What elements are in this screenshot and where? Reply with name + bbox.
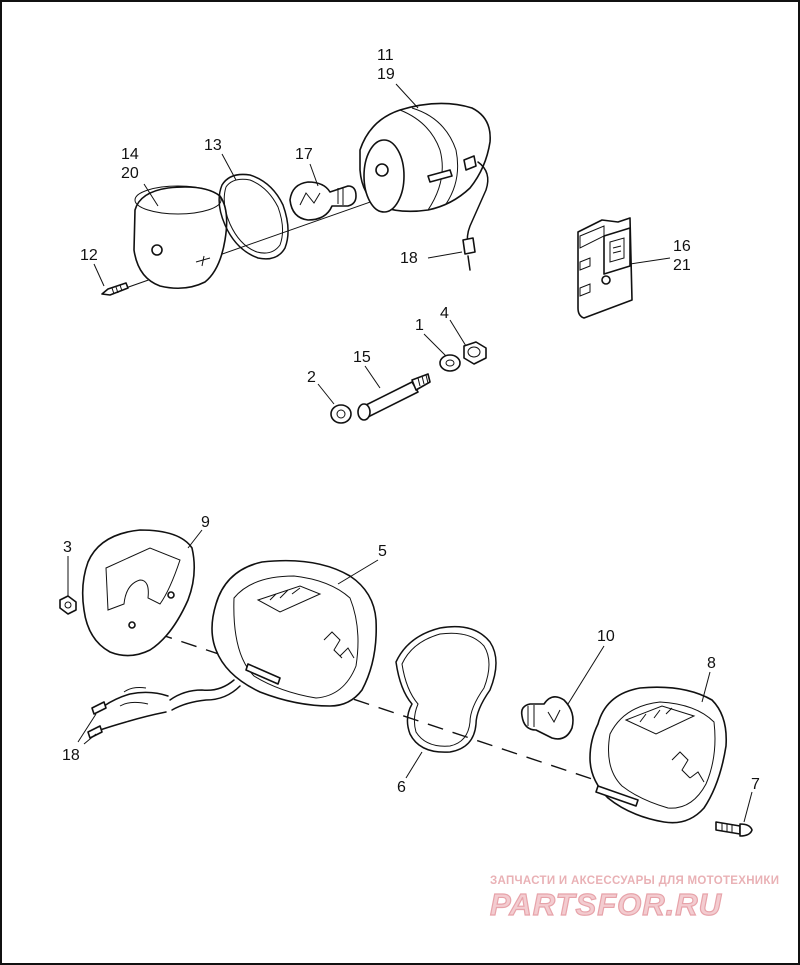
part-lens-14 <box>133 185 228 290</box>
callout-9: 9 <box>201 514 210 531</box>
watermark: ЗАПЧАСТИ И АКСЕССУАРЫ ДЛЯ МОТОТЕХНИКИ PA… <box>489 875 779 923</box>
lower-assembly <box>59 529 753 837</box>
part-washer-1 <box>439 354 461 372</box>
callout-17: 17 <box>295 146 313 163</box>
part-lens-8 <box>589 686 728 824</box>
part-backplate-9 <box>81 529 196 657</box>
wire-18-lower-b <box>171 685 241 711</box>
callout-13: 13 <box>204 137 222 154</box>
watermark-tagline: ЗАПЧАСТИ И АКСЕССУАРЫ ДЛЯ МОТОТЕХНИКИ <box>490 875 779 887</box>
wire-18-lower-a <box>169 679 235 701</box>
callout-18-lower: 18 <box>62 747 80 764</box>
part-gasket-6 <box>395 625 497 753</box>
part-stud-15 <box>357 373 431 421</box>
callout-21: 21 <box>673 257 691 274</box>
part-nut-4 <box>463 341 487 365</box>
part-washer-2 <box>330 404 352 424</box>
part-bulb-10 <box>520 696 574 740</box>
callout-2: 2 <box>307 369 316 386</box>
callout-11: 11 <box>377 47 394 64</box>
part-gasket-13 <box>218 173 289 260</box>
leader-lines <box>67 83 753 823</box>
callout-15: 15 <box>353 349 371 366</box>
part-bracket-16 <box>577 217 633 319</box>
upper-assembly <box>101 102 633 424</box>
part-screw-7 <box>715 821 753 837</box>
callout-12: 12 <box>80 247 98 264</box>
part-housing-5 <box>87 559 378 739</box>
callout-5: 5 <box>378 543 387 560</box>
watermark-logo: PARTSFOR.RU <box>490 887 723 922</box>
part-screw-12 <box>101 282 129 296</box>
callout-labels: 11 19 14 20 13 17 12 18 16 21 1 4 15 2 9… <box>62 47 760 796</box>
callout-14: 14 <box>121 146 139 163</box>
callout-8: 8 <box>707 655 716 672</box>
wire-18-upper <box>466 161 489 247</box>
callout-19: 19 <box>377 66 395 83</box>
callout-10: 10 <box>597 628 615 645</box>
part-housing-11 <box>359 102 491 271</box>
callout-7: 7 <box>751 776 760 793</box>
part-nut-3 <box>59 595 77 615</box>
callout-6: 6 <box>397 779 406 796</box>
lower-alignment-line <box>131 624 611 786</box>
callout-4: 4 <box>440 305 449 322</box>
callout-20: 20 <box>121 165 139 182</box>
callout-1: 1 <box>415 317 424 334</box>
part-bulb-17 <box>289 181 357 221</box>
callout-18-upper: 18 <box>400 250 418 267</box>
callout-3: 3 <box>63 539 72 556</box>
callout-16: 16 <box>673 238 691 255</box>
